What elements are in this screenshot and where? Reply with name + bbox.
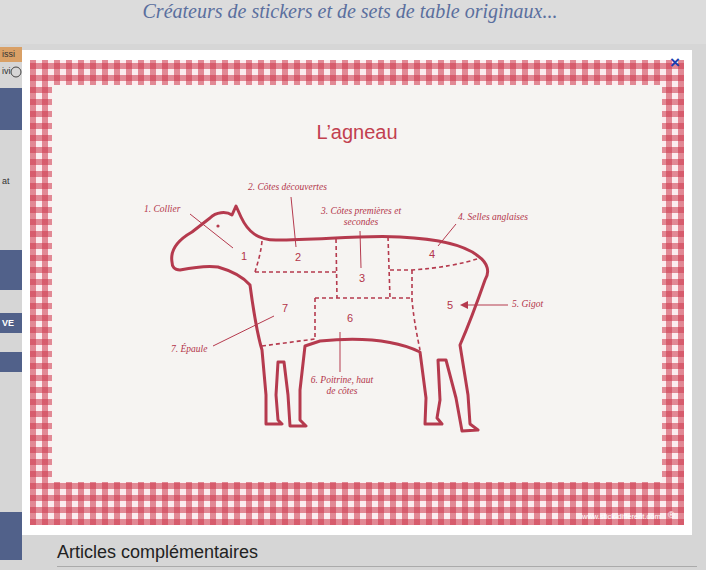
callout-number: 3	[359, 272, 365, 284]
header-text: Créateurs de stickers et de sets de tabl…	[110, 0, 590, 22]
callout-number: 2	[295, 251, 301, 263]
nav-bar	[0, 512, 22, 560]
paper-area	[52, 85, 662, 482]
nav-fragment: at	[2, 176, 10, 187]
nav-bar	[0, 352, 22, 372]
arrow-head	[460, 301, 468, 309]
nav-bar	[0, 250, 22, 290]
cut-label: 2. Côtes découvertes	[248, 182, 327, 193]
callout-number: 5	[447, 299, 453, 311]
leader-lines	[190, 197, 508, 372]
nav-fragment: ivi	[2, 66, 11, 77]
bottom-rule	[57, 566, 697, 567]
section-heading: Articles complémentaires	[57, 541, 258, 563]
callout-number: 1	[241, 250, 247, 262]
close-button: ×	[670, 54, 680, 72]
cut-lines	[255, 237, 480, 350]
nav-fragment: issi	[2, 49, 15, 60]
nav-fragment: VE	[2, 318, 14, 329]
watermark: ®	[668, 510, 675, 521]
diagram-title: L’agneau	[257, 120, 457, 144]
callout-number: 7	[282, 302, 288, 314]
cut-label: 7. Épaule	[171, 344, 207, 355]
cut-label: 3. Côtes premières et secondes	[319, 206, 403, 228]
callout-number: 6	[347, 312, 353, 324]
lamb-eye	[216, 224, 219, 227]
nav-bar	[0, 88, 22, 130]
nav-icon	[11, 67, 21, 77]
cut-label: 1. Collier	[144, 204, 180, 215]
cut-label: 6. Poitrine, haut de côtes	[310, 375, 374, 397]
cut-label: 4. Selles anglaises	[458, 212, 528, 223]
watermark: www.stick-different.com	[582, 512, 661, 521]
cut-label: 5. Gigot	[512, 299, 543, 310]
lamb-outline	[172, 206, 488, 431]
callout-number: 4	[429, 248, 435, 260]
